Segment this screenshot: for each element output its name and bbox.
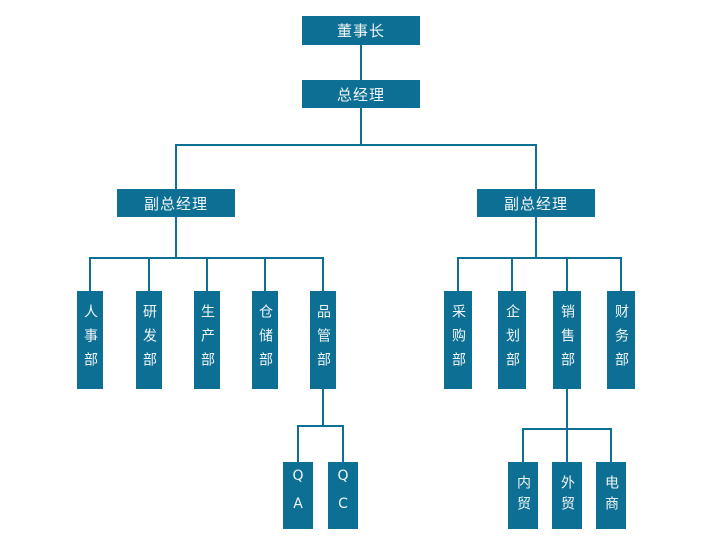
- connector-gm-stem: [360, 108, 362, 144]
- node-dept-quality[interactable]: 品管部: [310, 291, 336, 389]
- connector-deputy-right-stem: [535, 217, 537, 257]
- connector-right-splitter: [457, 257, 622, 259]
- node-dept-hr[interactable]: 人事部: [77, 291, 103, 389]
- connector-to-dept-production: [206, 257, 208, 291]
- connector-chairman-gm: [360, 45, 362, 81]
- node-dept-warehouse[interactable]: 仓储部: [252, 291, 278, 389]
- connector-to-deputy-right: [535, 144, 537, 189]
- node-sales-foreign[interactable]: 外贸: [552, 462, 582, 529]
- connector-to-qa: [297, 425, 299, 462]
- connector-to-dept-sales: [566, 257, 568, 291]
- node-deputy-gm-right[interactable]: 副总经理: [477, 189, 595, 217]
- connector-deputy-left-stem: [175, 217, 177, 257]
- connector-to-dept-warehouse: [264, 257, 266, 291]
- connector-to-dept-planning: [511, 257, 513, 291]
- connector-quality-stem: [322, 389, 324, 427]
- connector-sales-stem: [566, 389, 568, 462]
- node-sub-qc[interactable]: QC: [328, 462, 358, 529]
- node-sub-qa[interactable]: QA: [283, 462, 313, 529]
- connector-to-deputy-left: [175, 144, 177, 189]
- node-dept-rnd[interactable]: 研发部: [136, 291, 162, 389]
- connector-to-ecommerce: [610, 428, 612, 462]
- node-sales-domestic[interactable]: 内贸: [508, 462, 538, 529]
- connector-to-dept-rnd: [148, 257, 150, 291]
- connector-sales-splitter: [522, 428, 612, 430]
- connector-to-dept-hr: [89, 257, 91, 291]
- node-dept-finance[interactable]: 财务部: [607, 291, 635, 389]
- connector-to-dept-purchasing: [457, 257, 459, 291]
- connector-to-domestic: [522, 428, 524, 462]
- node-general-manager[interactable]: 总经理: [302, 80, 420, 108]
- node-dept-production[interactable]: 生产部: [194, 291, 220, 389]
- node-chairman[interactable]: 董事长: [302, 16, 420, 45]
- node-dept-purchasing[interactable]: 采购部: [444, 291, 472, 389]
- node-deputy-gm-left[interactable]: 副总经理: [117, 189, 235, 217]
- connector-main-splitter: [175, 144, 537, 146]
- connector-to-qc: [342, 425, 344, 462]
- node-dept-sales[interactable]: 销售部: [553, 291, 581, 389]
- connector-quality-splitter: [297, 425, 344, 427]
- connector-to-dept-quality: [322, 257, 324, 291]
- node-dept-planning[interactable]: 企划部: [498, 291, 526, 389]
- node-sales-ecommerce[interactable]: 电商: [596, 462, 626, 529]
- connector-to-dept-finance: [620, 257, 622, 291]
